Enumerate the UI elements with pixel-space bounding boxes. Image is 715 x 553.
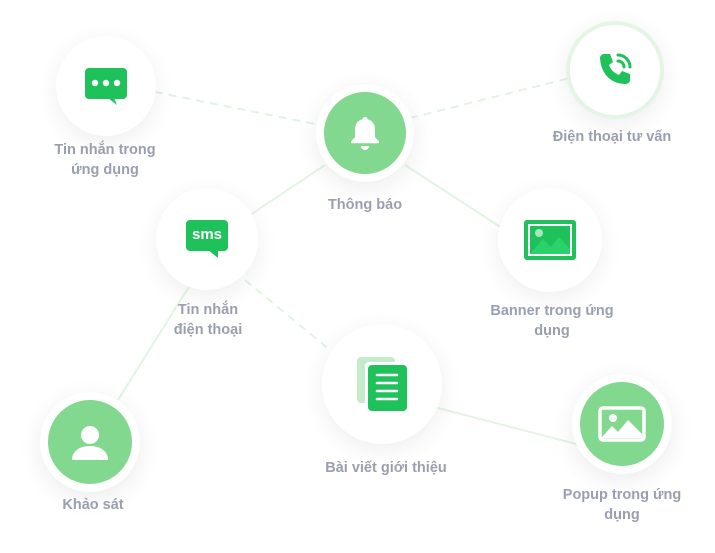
label-survey: Khảo sát: [62, 497, 124, 513]
link-bell-sms: [249, 164, 326, 216]
label-phone-consult: Điện thoại tư vấn: [552, 129, 672, 145]
sms-icon: sms: [186, 220, 228, 258]
bell-icon: [351, 117, 379, 150]
link-bell-banner: [404, 164, 506, 231]
user-icon: [72, 426, 108, 460]
label-notification: Thông báo: [327, 197, 403, 213]
node-intro-article[interactable]: [322, 324, 442, 444]
image-icon: [524, 220, 576, 260]
link-sms-person: [117, 284, 191, 401]
node-banner[interactable]: [498, 188, 602, 292]
node-phone-consult[interactable]: [566, 21, 664, 119]
document-icon: [357, 357, 407, 412]
image-icon: [598, 406, 646, 442]
node-survey[interactable]: [40, 392, 140, 492]
link-doc-popup: [437, 407, 581, 446]
node-in-app-message[interactable]: [56, 36, 156, 136]
link-bell-phone: [409, 77, 571, 119]
link-sms-doc: [244, 279, 331, 351]
sms-icon-text: sms: [186, 220, 228, 251]
node-notification[interactable]: [316, 84, 414, 182]
phone-icon: [600, 53, 632, 84]
label-intro-article: Bài viết giới thiệu: [325, 460, 447, 476]
node-sms[interactable]: sms: [156, 188, 258, 290]
link-chat-bell: [154, 91, 321, 126]
chat-bubble-icon: [85, 68, 127, 105]
node-popup[interactable]: [572, 374, 672, 474]
